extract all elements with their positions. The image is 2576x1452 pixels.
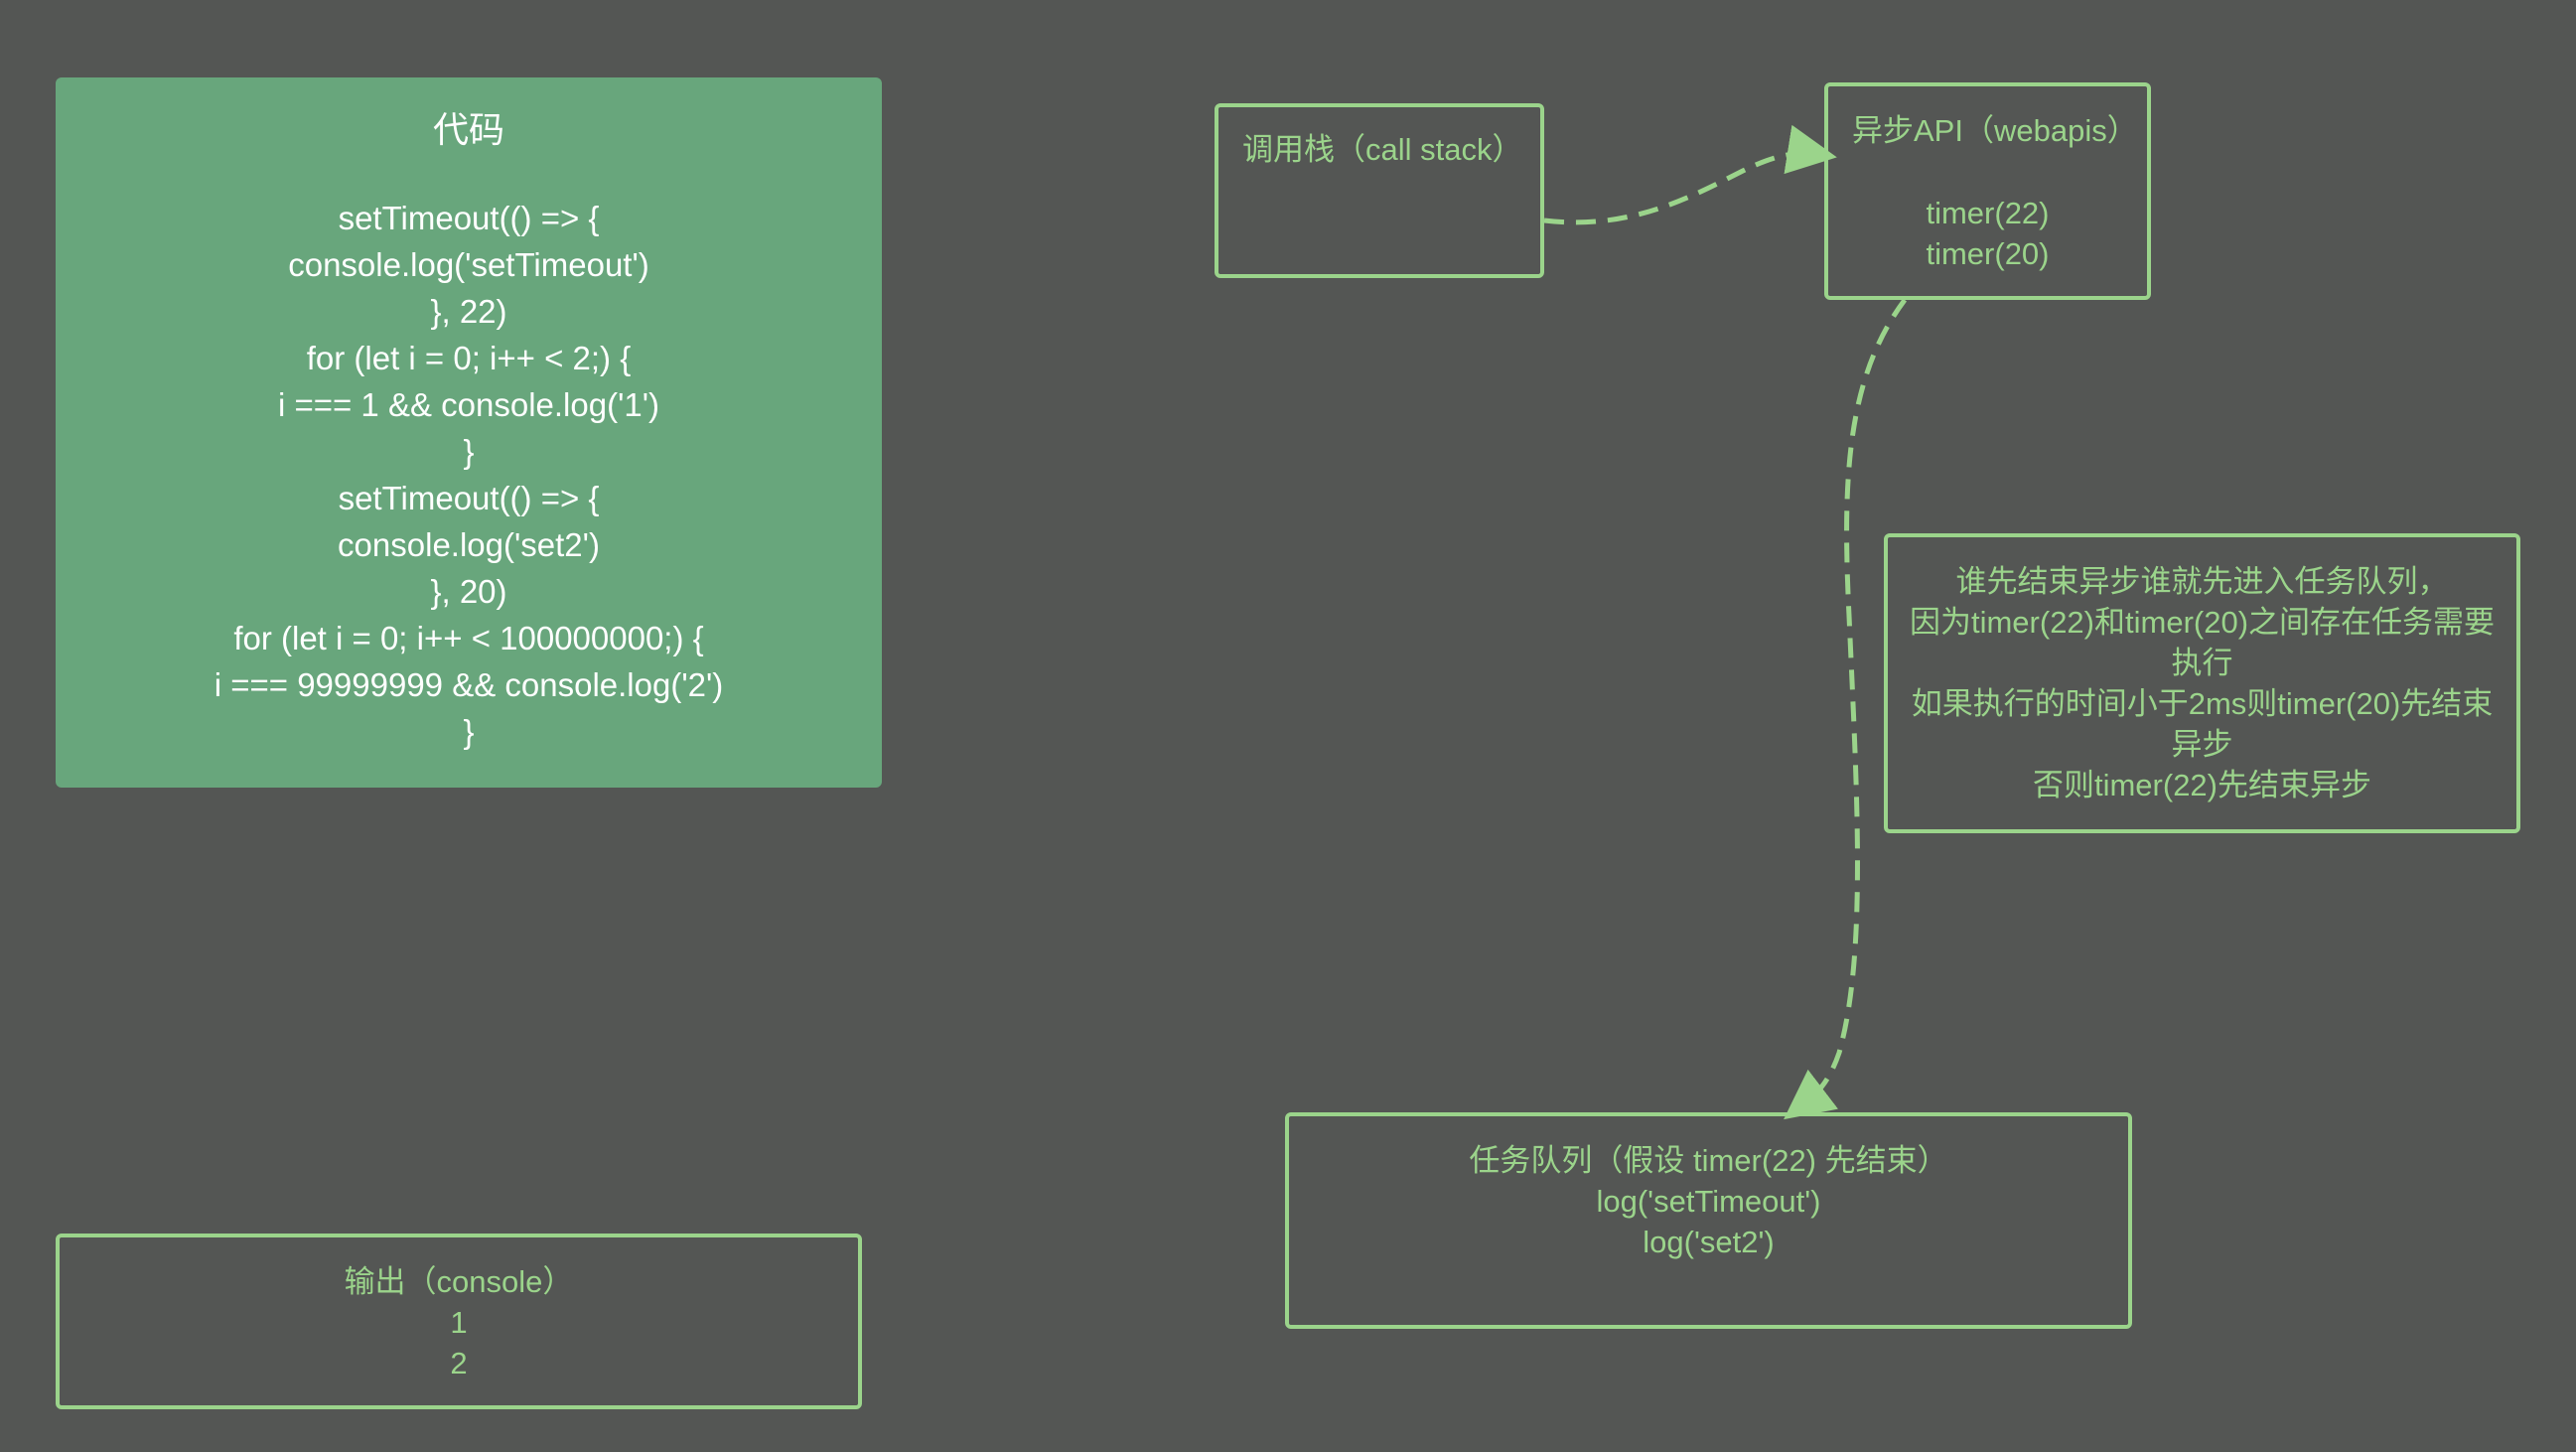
code-line: i === 99999999 && console.log('2') [214,666,724,703]
note-line: 谁先结束异步谁就先进入任务队列， [1955,564,2449,599]
code-line: i === 1 && console.log('1') [277,386,660,423]
code-line: }, 22) [430,293,507,330]
code-line: } [463,433,475,470]
output-item: 1 [450,1305,468,1340]
code-panel: 代码 setTimeout(() => { console.log('setTi… [56,77,882,788]
note-line: 执行 [2171,646,2233,680]
arrow-stack-to-webapis [1543,124,1837,225]
webapis-item: timer(22) [1926,196,2050,230]
code-line: for (let i = 0; i++ < 2;) { [306,340,632,376]
note-line: 否则timer(22)先结束异步 [2032,768,2371,802]
webapis-box: 异步API（webapis） timer(22) timer(20) [1824,82,2151,300]
note-line: 如果执行的时间小于2ms则timer(20)先结束 [1911,686,2494,721]
explanation-note: 谁先结束异步谁就先进入任务队列， 因为timer(22)和timer(20)之间… [1884,533,2520,833]
output-item: 2 [450,1346,468,1380]
call-stack-box: 调用栈（call stack） [1215,103,1544,278]
note-line: 因为timer(22)和timer(20)之间存在任务需要 [1909,605,2496,640]
task-queue-item: log('set2') [1643,1225,1775,1259]
task-queue-title: 任务队列（假设 timer(22) 先结束） [1469,1143,1948,1178]
note-line: 异步 [2171,727,2233,762]
output-box: 输出（console） 1 2 [56,1234,862,1409]
task-queue-box: 任务队列（假设 timer(22) 先结束） log('setTimeout')… [1285,1112,2132,1329]
code-line: console.log('set2') [338,526,600,563]
code-line: }, 20) [430,573,507,610]
code-line: } [463,713,475,750]
call-stack-title: 调用栈（call stack） [1242,132,1523,167]
output-title: 输出（console） [344,1264,574,1299]
code-line: for (let i = 0; i++ < 100000000;) { [233,620,704,656]
code-title: 代码 [432,109,504,150]
task-queue-item: log('setTimeout') [1596,1184,1821,1219]
webapis-item: timer(20) [1926,236,2050,271]
code-line: setTimeout(() => { [338,200,600,236]
webapis-title: 异步API（webapis） [1852,113,2138,148]
code-line: console.log('setTimeout') [288,246,649,283]
code-line: setTimeout(() => { [338,480,600,516]
